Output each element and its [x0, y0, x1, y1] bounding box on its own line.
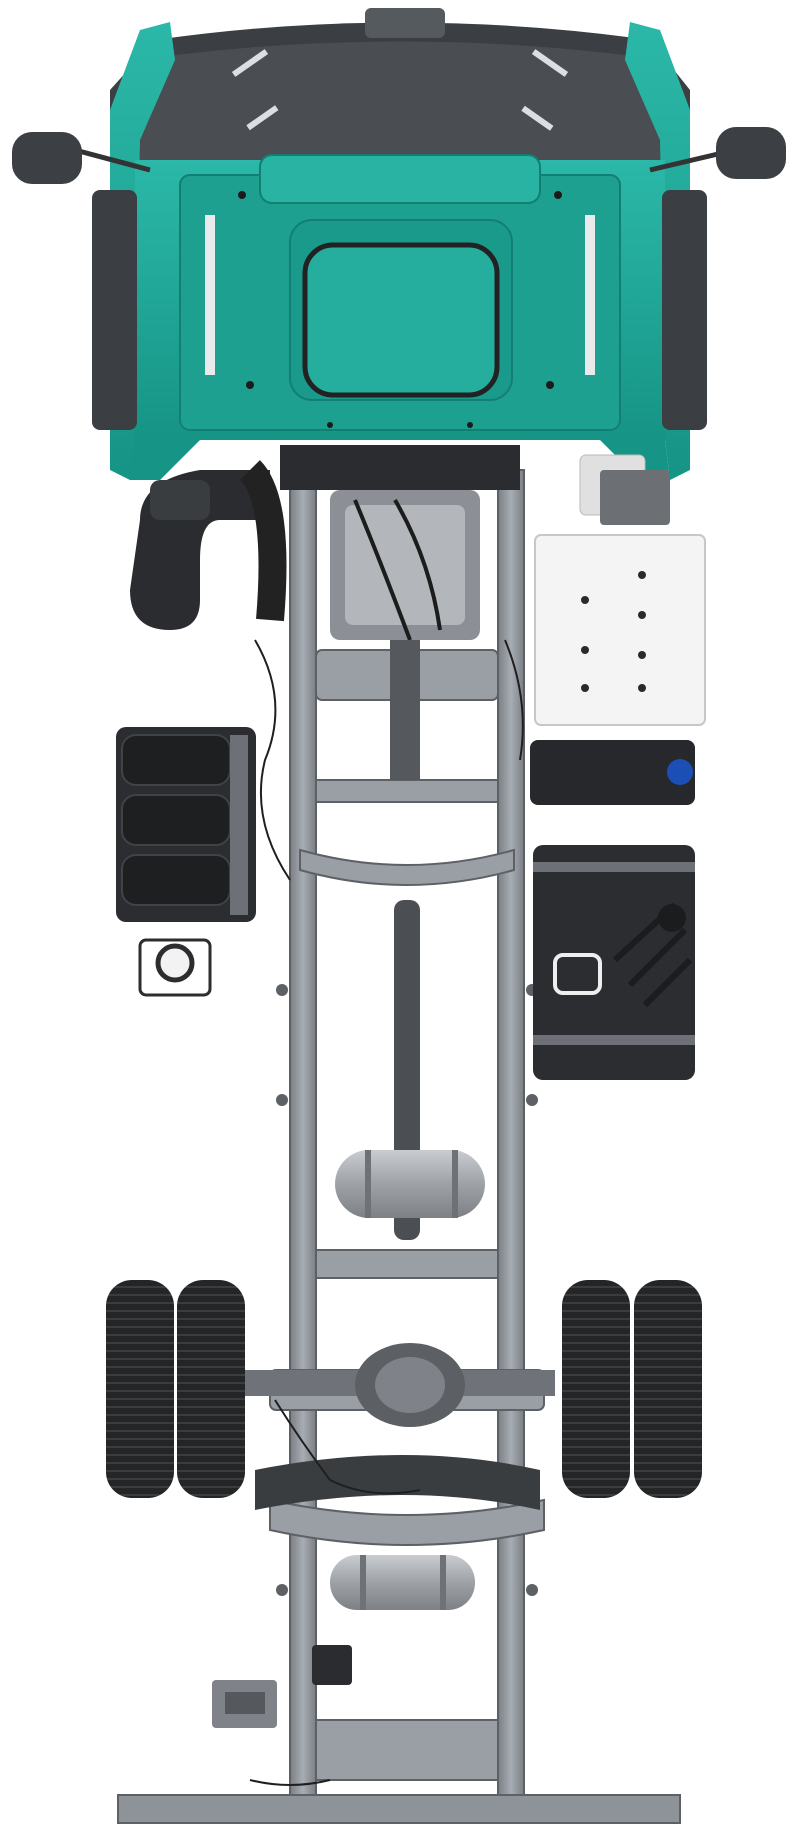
rear-bumper	[117, 1794, 681, 1824]
fluid-tank-small	[530, 740, 695, 805]
battery-box	[534, 454, 706, 726]
engine-gearbox	[280, 445, 520, 780]
air-tank-1	[335, 1150, 485, 1218]
rear-axle	[245, 1343, 555, 1510]
rear-junction-box	[312, 1645, 352, 1685]
cab	[110, 8, 690, 480]
left-fuel-tank	[116, 727, 256, 997]
rear-light-box	[212, 1680, 277, 1728]
wiring	[249, 639, 524, 1786]
rear-left-inner-tire	[177, 1280, 245, 1498]
rear-right-inner-tire	[562, 1280, 630, 1498]
exhaust-pipe	[130, 460, 287, 630]
rear-right-outer-tire	[634, 1280, 702, 1498]
air-tank-2	[330, 1555, 475, 1610]
right-fuel-tank	[533, 845, 695, 1080]
rear-left-outer-tire	[106, 1280, 174, 1498]
left-mirror	[12, 132, 151, 184]
right-mirror	[649, 127, 786, 179]
